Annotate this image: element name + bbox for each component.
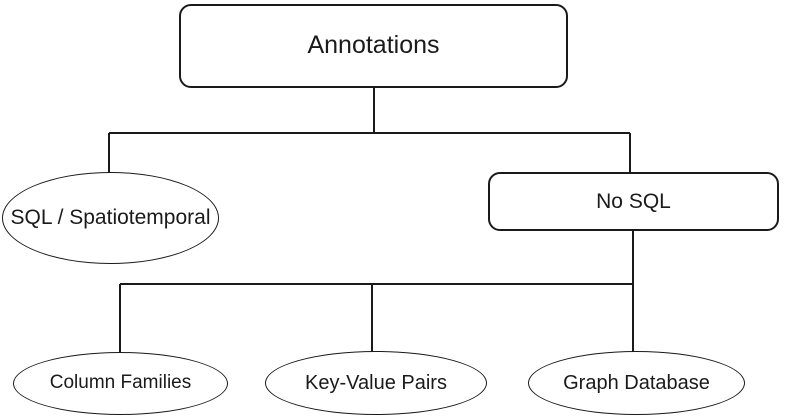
node-annotations: Annotations — [179, 4, 568, 88]
node-key-value-pairs: Key-Value Pairs — [265, 351, 487, 415]
node-column-families-label: Column Families — [49, 372, 192, 394]
node-column-families: Column Families — [13, 352, 228, 415]
node-annotations-label: Annotations — [307, 31, 440, 60]
node-key-value-pairs-label: Key-Value Pairs — [305, 372, 447, 394]
node-nosql-label: No SQL — [596, 189, 671, 213]
node-sql-spatiotemporal-label: SQL / Spatiotemporal — [10, 206, 211, 230]
node-nosql: No SQL — [488, 172, 779, 231]
node-graph-database-label: Graph Database — [563, 372, 710, 394]
node-sql-spatiotemporal: SQL / Spatiotemporal — [2, 172, 219, 264]
node-graph-database: Graph Database — [528, 351, 745, 415]
